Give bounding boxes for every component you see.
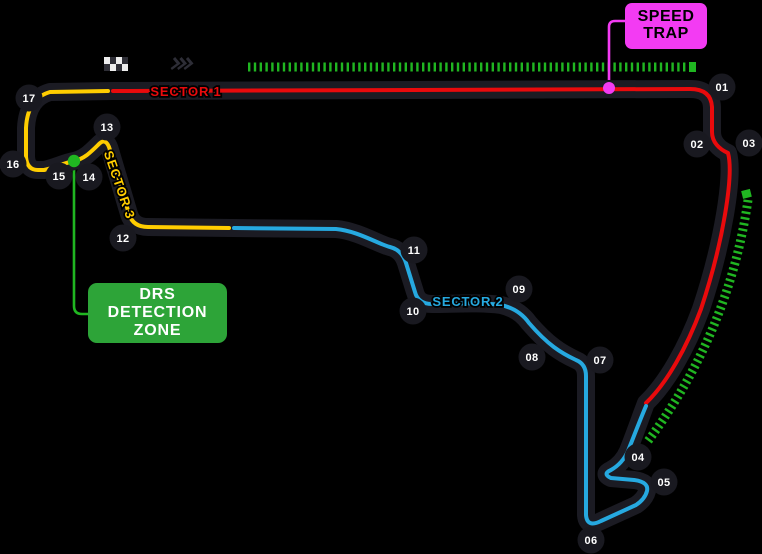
turn-marker-09 [505,275,533,303]
turn-label-15: 15 [52,171,65,183]
turn-label-17: 17 [22,93,35,105]
turn-marker-05 [650,468,678,496]
speed-trap-label-line2: TRAP [643,25,689,42]
drs-label-line2: DETECTION [107,304,208,322]
turn-marker-14 [75,163,103,191]
direction-chevrons-icon [170,57,194,70]
turn-marker-07 [586,346,614,374]
turn-label-09: 09 [512,284,525,296]
turn-label-01: 01 [715,82,728,94]
speed-trap-dot [603,82,615,94]
drs-label-line3: ZONE [133,321,182,339]
turn-marker-03 [735,129,762,157]
turn-label-04: 04 [631,452,645,464]
turn-label-05: 05 [657,477,670,489]
turn-marker-02 [683,130,711,158]
drs-hatch-main-end-block [689,62,696,72]
speed-trap-callout: SPEED TRAP [625,3,707,49]
turn-label-16: 16 [6,159,19,171]
turn-marker-13 [93,113,121,141]
checkered-flag-icon [104,57,128,71]
turn-marker-17 [15,84,43,112]
turn-label-06: 06 [584,535,597,547]
turn-label-07: 07 [593,355,606,367]
turn-label-11: 11 [408,245,420,257]
turn-marker-08 [518,343,546,371]
turn-marker-10 [399,297,427,325]
drs-detection-callout: DRS DETECTION ZONE [88,283,227,343]
turn-marker-15 [45,162,73,190]
drs-detection-dot [67,154,81,168]
turn-label-12: 12 [116,233,129,245]
turn-label-08: 08 [525,352,538,364]
turn-label-03: 03 [742,138,755,150]
turn-marker-01 [708,73,736,101]
drs-zone-hatches [248,62,753,444]
turn-markers: 01 02 03 04 05 06 07 08 09 10 11 12 13 14 15 16 17 [0,73,762,554]
turn-marker-12 [109,224,137,252]
speed-trap-label-line1: SPEED [637,8,695,26]
turn-label-13: 13 [100,122,113,134]
sector-2-label: SECTOR 2 [432,294,503,309]
sector-1-label: SECTOR 1 [150,84,221,99]
turn-marker-11 [400,236,428,264]
turn-label-02: 02 [690,139,703,151]
turn-marker-04 [624,443,652,471]
sector-1-line [111,87,732,405]
turn-label-14: 14 [82,172,96,184]
turn-marker-16 [0,150,27,178]
turn-label-10: 10 [406,306,419,318]
turn-marker-06 [577,526,605,554]
drs-hatch-back-start-block [741,188,752,199]
speed-trap-connector [607,19,626,80]
sector-2-line [232,226,650,526]
drs-label-line1: DRS [139,286,176,304]
drs-detection-connector [72,165,90,316]
